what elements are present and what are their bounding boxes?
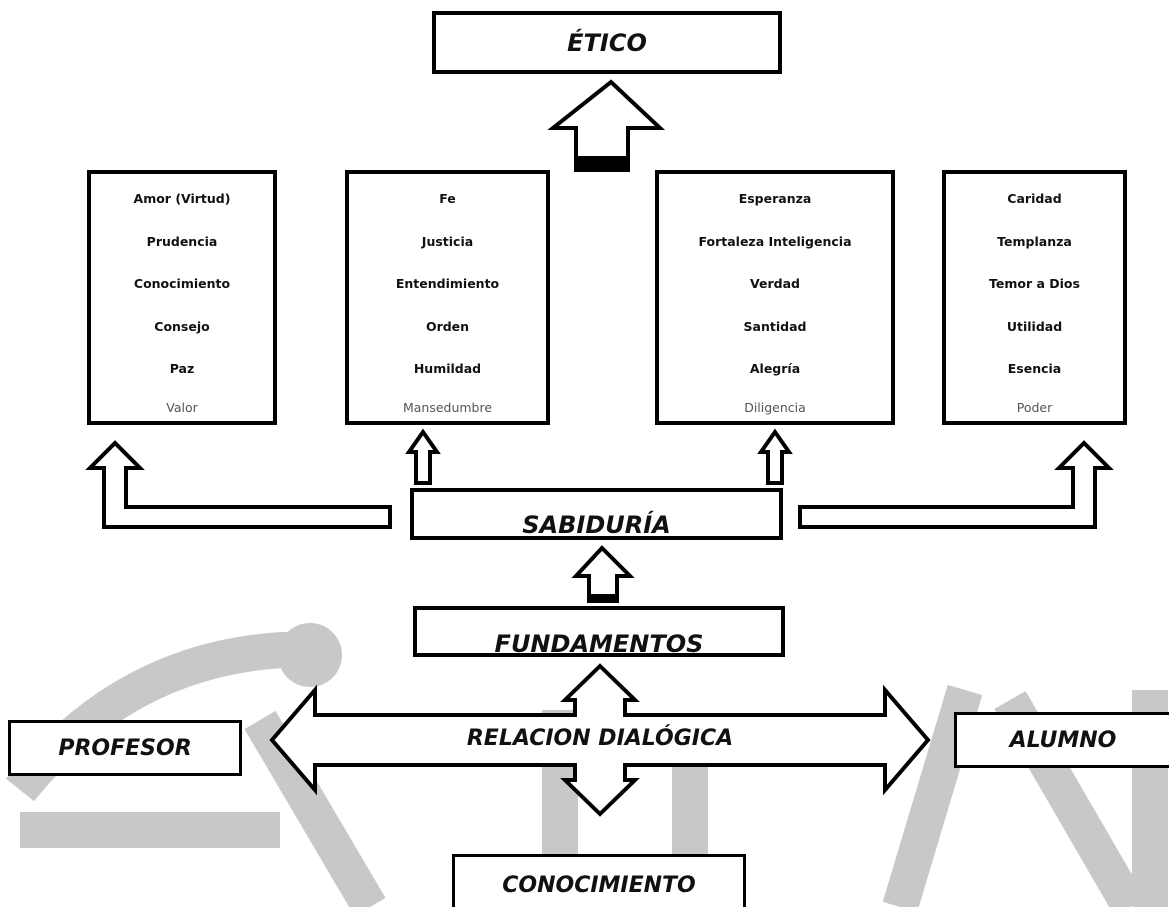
virtue-item: Consejo	[154, 318, 210, 334]
arrow-base	[589, 594, 617, 602]
alumno-box: ALUMNO	[954, 712, 1169, 768]
profesor-label: PROFESOR	[58, 735, 192, 761]
virtue-item: Orden	[425, 318, 470, 334]
virtue-item: Esencia	[1007, 361, 1062, 376]
virtue-item: Humildad	[413, 361, 482, 376]
up-arrow-icon	[757, 428, 793, 485]
virtue-item: Justicia	[421, 233, 474, 249]
virtue-item-last: Poder	[1016, 399, 1053, 415]
virtue-item: Fe	[439, 191, 456, 206]
virtue-item: Santidad	[743, 318, 807, 334]
virtues-list-4: Caridad Templanza Temor a Dios Utilidad …	[946, 184, 1123, 439]
watermark-stroke-1	[244, 710, 386, 907]
virtue-item: Fortaleza Inteligencia	[698, 233, 852, 249]
up-left-arrow-icon	[85, 440, 392, 529]
arrow-base	[576, 156, 628, 170]
virtue-item: Conocimiento	[133, 276, 231, 291]
virtue-item: Utilidad	[1006, 318, 1063, 334]
virtues-column-3: Esperanza Fortaleza Inteligencia Verdad …	[655, 170, 895, 425]
up-arrow-icon	[571, 545, 635, 603]
etico-title: ÉTICO	[567, 29, 647, 57]
alumno-label: ALUMNO	[1009, 727, 1117, 753]
fundamentos-title: FUNDAMENTOS	[494, 630, 704, 657]
virtues-list-1: Amor (Virtud) Prudencia Conocimiento Con…	[91, 184, 273, 439]
virtue-item: Caridad	[1007, 191, 1062, 206]
conocimiento-box: CONOCIMIENTO	[452, 854, 746, 907]
virtue-item: Paz	[169, 361, 195, 376]
virtue-item-last: Mansedumbre	[402, 399, 493, 415]
up-right-arrow-icon	[798, 440, 1114, 529]
virtue-item: Amor (Virtud)	[133, 191, 231, 206]
etico-box: ÉTICO	[432, 11, 782, 74]
sabiduria-title: SABIDURÍA	[522, 511, 671, 539]
watermark-dot	[278, 623, 342, 687]
virtues-column-1: Amor (Virtud) Prudencia Conocimiento Con…	[87, 170, 277, 425]
virtue-item: Temor a Dios	[989, 276, 1080, 291]
virtue-item-last: Valor	[166, 399, 198, 415]
sabiduria-box: SABIDURÍA	[410, 488, 783, 540]
virtue-item: Prudencia	[146, 233, 218, 249]
four-way-arrow-icon	[269, 663, 931, 817]
fundamentos-box: FUNDAMENTOS	[413, 606, 785, 657]
virtues-list-2: Fe Justicia Entendimiento Orden Humildad…	[349, 184, 546, 439]
virtue-item: Entendimiento	[395, 276, 500, 291]
virtue-item-last: Diligencia	[744, 399, 806, 415]
up-arrow-icon	[405, 428, 441, 485]
virtue-item: Alegría	[749, 361, 801, 376]
conocimiento-label: CONOCIMIENTO	[502, 872, 696, 898]
virtue-item: Verdad	[750, 276, 800, 291]
virtue-item: Templanza	[997, 233, 1072, 249]
virtue-item: Esperanza	[738, 191, 812, 206]
virtues-column-4: Caridad Templanza Temor a Dios Utilidad …	[942, 170, 1127, 425]
virtues-column-2: Fe Justicia Entendimiento Orden Humildad…	[345, 170, 550, 425]
profesor-box: PROFESOR	[8, 720, 242, 776]
relation-label: RELACION DIALÓGICA	[466, 726, 734, 751]
virtues-list-3: Esperanza Fortaleza Inteligencia Verdad …	[659, 184, 891, 439]
